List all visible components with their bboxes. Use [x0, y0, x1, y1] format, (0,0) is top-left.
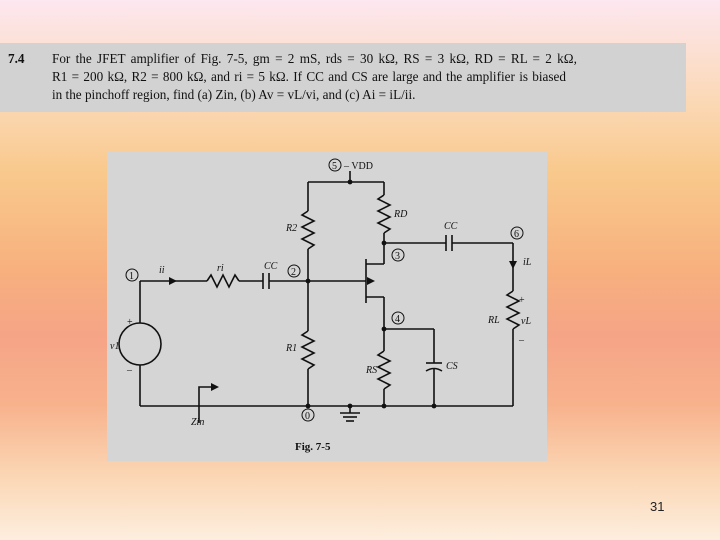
cc-top-label: CC: [444, 221, 458, 232]
node-6-label: 6: [514, 229, 519, 240]
node-5-label: 5: [332, 161, 337, 172]
rl-label: RL: [487, 315, 500, 326]
problem-line-2: R1 = 200 kΩ, R2 = 800 kΩ, and ri = 5 kΩ.…: [52, 69, 566, 84]
il-label: iL: [523, 257, 532, 268]
supply-label: – VDD: [343, 161, 373, 172]
node-4-label: 4: [395, 314, 400, 325]
cs-label: CS: [446, 361, 458, 372]
ri-label: ri: [217, 263, 224, 274]
problem-statement: 7.4 For the JFET amplifier of Fig. 7-5, …: [0, 43, 686, 112]
figure-caption: Fig. 7-5: [295, 441, 331, 453]
r1-label: R1: [285, 343, 297, 354]
page-number: 31: [650, 499, 665, 514]
problem-line-1: For the JFET amplifier of Fig. 7-5, gm =…: [52, 51, 577, 66]
vl-label: vL: [521, 316, 531, 327]
vi-label: v1: [110, 341, 119, 352]
rs-label: RS: [365, 365, 377, 376]
circuit-svg: 5 – VDD 3 4 6 2 1 0 R2 RD CC CC ri ii iL…: [110, 158, 532, 453]
ii-label: ii: [159, 265, 165, 276]
vi-plus-label: +: [127, 317, 133, 328]
problem-number: 7.4: [8, 51, 25, 66]
zin-label: Zin: [191, 417, 204, 428]
r2-label: R2: [285, 223, 297, 234]
circuit-marks: [169, 179, 517, 409]
problem-line-3: in the pinchoff region, find (a) Zin, (b…: [52, 87, 416, 102]
vl-minus-label: –: [518, 335, 525, 346]
node-2-label: 2: [291, 267, 296, 278]
circuit-labels: 5 – VDD 3 4 6 2 1 0 R2 RD CC CC ri ii iL…: [110, 158, 532, 453]
cc-left-label: CC: [264, 261, 278, 272]
rd-label: RD: [393, 209, 408, 220]
node-3-label: 3: [395, 251, 400, 262]
node-0-label: 0: [305, 411, 310, 422]
circuit-diagram: 5 – VDD 3 4 6 2 1 0 R2 RD CC CC ri ii iL…: [107, 151, 547, 461]
vl-plus-label: +: [519, 295, 525, 306]
circuit-wires: [118, 171, 521, 423]
vi-minus-label: –: [126, 365, 133, 376]
node-1-label: 1: [129, 271, 134, 282]
